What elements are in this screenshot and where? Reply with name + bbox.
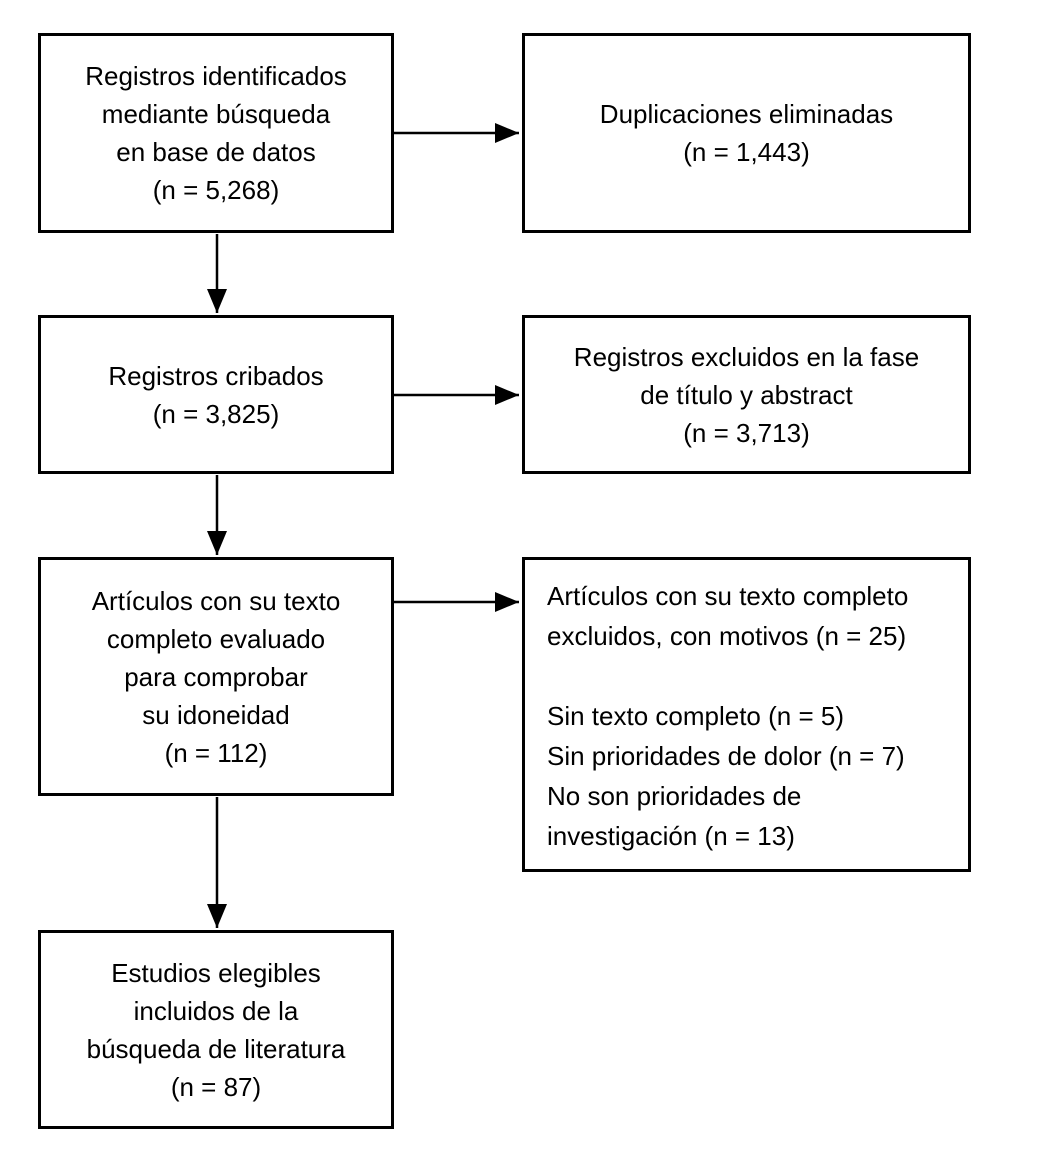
node-records-screened: Registros cribados (n = 3,825) [38, 315, 394, 474]
node-records-excluded-title-abstract: Registros excluidos en la fase de título… [522, 315, 971, 474]
node-records-identified: Registros identificados mediante búsqued… [38, 33, 394, 233]
node-full-text-excluded: Artículos con su texto completo excluido… [522, 557, 971, 872]
node-full-text-assessed: Artículos con su texto completo evaluado… [38, 557, 394, 796]
node-studies-included: Estudios elegibles incluidos de la búsqu… [38, 930, 394, 1129]
node-duplicates-removed: Duplicaciones eliminadas (n = 1,443) [522, 33, 971, 233]
